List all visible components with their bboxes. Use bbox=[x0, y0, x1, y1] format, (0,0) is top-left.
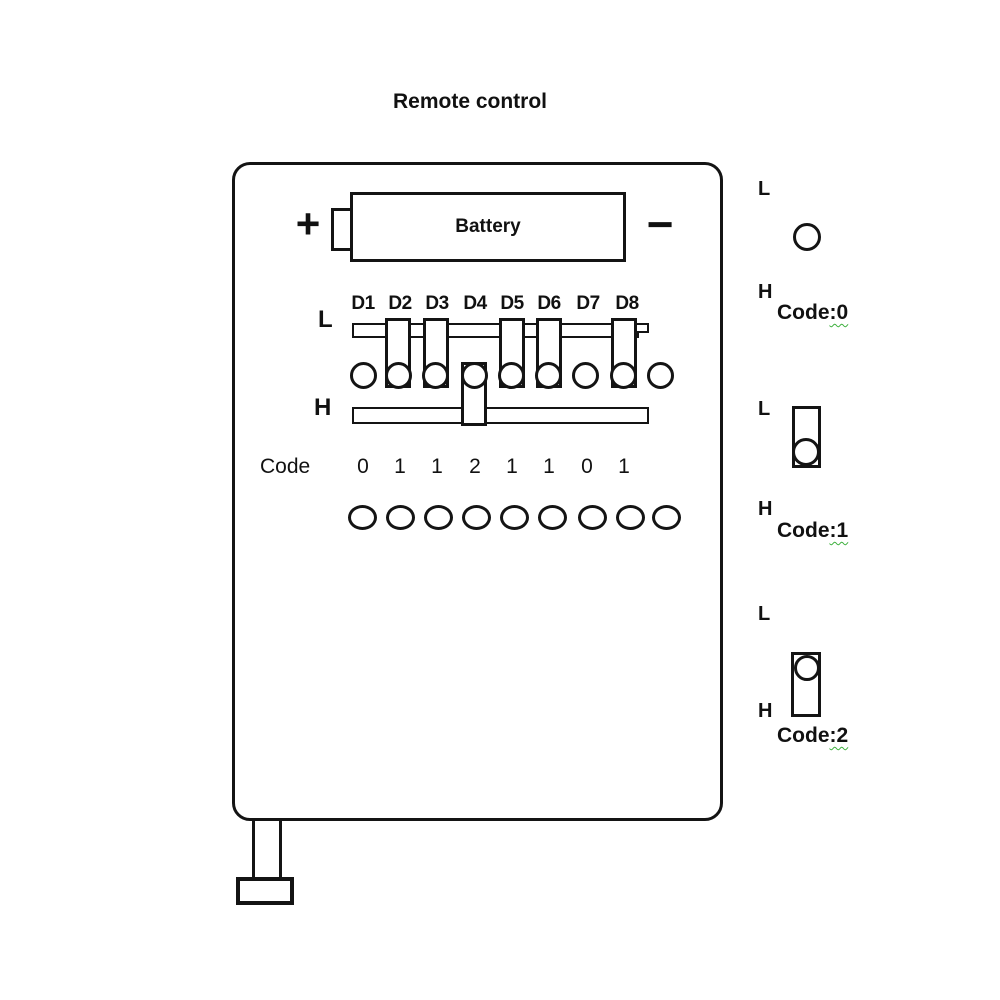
legend2-knob-circle bbox=[794, 655, 820, 681]
hole-oval-7 bbox=[578, 505, 607, 530]
dip-knob-d3 bbox=[422, 362, 449, 389]
h-rail bbox=[352, 407, 649, 424]
dip-label-d8: D8 bbox=[615, 293, 639, 314]
code-row-label: Code bbox=[260, 455, 311, 478]
battery-plus-symbol: + bbox=[295, 200, 321, 247]
dip-label-d7: D7 bbox=[576, 293, 600, 314]
hole-oval-4 bbox=[462, 505, 491, 530]
legend1-high-label: H bbox=[758, 498, 773, 520]
legend2-caption-value: :2 bbox=[829, 724, 849, 747]
legend1-low-label: L bbox=[758, 398, 771, 420]
code-value-d4: 2 bbox=[469, 455, 481, 478]
dip-knob-d1 bbox=[350, 362, 377, 389]
legend0-high-label: H bbox=[758, 281, 773, 303]
hole-oval-1 bbox=[348, 505, 377, 530]
dip-knob-d6 bbox=[535, 362, 562, 389]
code-value-d1: 0 bbox=[357, 455, 369, 478]
hole-oval-5 bbox=[500, 505, 529, 530]
legend2-low-label: L bbox=[758, 603, 771, 625]
dip-knob-d8 bbox=[610, 362, 637, 389]
code-value-d8: 1 bbox=[618, 455, 630, 478]
dip-knob-d2 bbox=[385, 362, 412, 389]
code-value-d7: 0 bbox=[581, 455, 593, 478]
legend0-caption-value: :0 bbox=[829, 301, 849, 324]
diagram-title: Remote control bbox=[392, 90, 547, 113]
dip-label-d6: D6 bbox=[537, 293, 561, 314]
battery-box: Battery bbox=[350, 192, 626, 262]
dip-label-d5: D5 bbox=[500, 293, 524, 314]
remote-body bbox=[232, 162, 723, 821]
dip-label-d1: D1 bbox=[351, 293, 375, 314]
dip-label-d2: D2 bbox=[388, 293, 412, 314]
legend0-caption: Code:0 bbox=[777, 301, 848, 325]
bottom-connector-stem bbox=[252, 821, 282, 878]
code-value-d6: 1 bbox=[543, 455, 555, 478]
hole-oval-9 bbox=[652, 505, 681, 530]
battery-minus-symbol: − bbox=[646, 198, 674, 250]
legend1-caption-prefix: Code bbox=[777, 519, 830, 542]
code-value-d3: 1 bbox=[431, 455, 443, 478]
rail-high-label: H bbox=[314, 394, 332, 421]
legend1-knob-circle bbox=[792, 438, 820, 466]
battery-label: Battery bbox=[455, 216, 521, 237]
hole-oval-8 bbox=[616, 505, 645, 530]
legend0-knob-circle bbox=[793, 223, 821, 251]
dip-label-d4: D4 bbox=[463, 293, 487, 314]
legend0-caption-prefix: Code bbox=[777, 301, 830, 324]
legend1-caption: Code:1 bbox=[777, 519, 848, 543]
dip-knob-d7 bbox=[572, 362, 599, 389]
legend1-caption-value: :1 bbox=[829, 519, 849, 542]
dip-knob-d5 bbox=[498, 362, 525, 389]
rail-low-label: L bbox=[318, 306, 333, 333]
legend2-caption: Code:2 bbox=[777, 724, 848, 748]
hole-oval-2 bbox=[386, 505, 415, 530]
dip-label-d3: D3 bbox=[425, 293, 449, 314]
dip-knob-d4 bbox=[461, 362, 488, 389]
legend2-high-label: H bbox=[758, 700, 773, 722]
hole-oval-3 bbox=[424, 505, 453, 530]
dip-knob-extra bbox=[647, 362, 674, 389]
bottom-connector-base bbox=[236, 877, 294, 905]
legend0-low-label: L bbox=[758, 178, 771, 200]
code-value-d2: 1 bbox=[394, 455, 406, 478]
code-value-d5: 1 bbox=[506, 455, 518, 478]
hole-oval-6 bbox=[538, 505, 567, 530]
legend2-caption-prefix: Code bbox=[777, 724, 830, 747]
